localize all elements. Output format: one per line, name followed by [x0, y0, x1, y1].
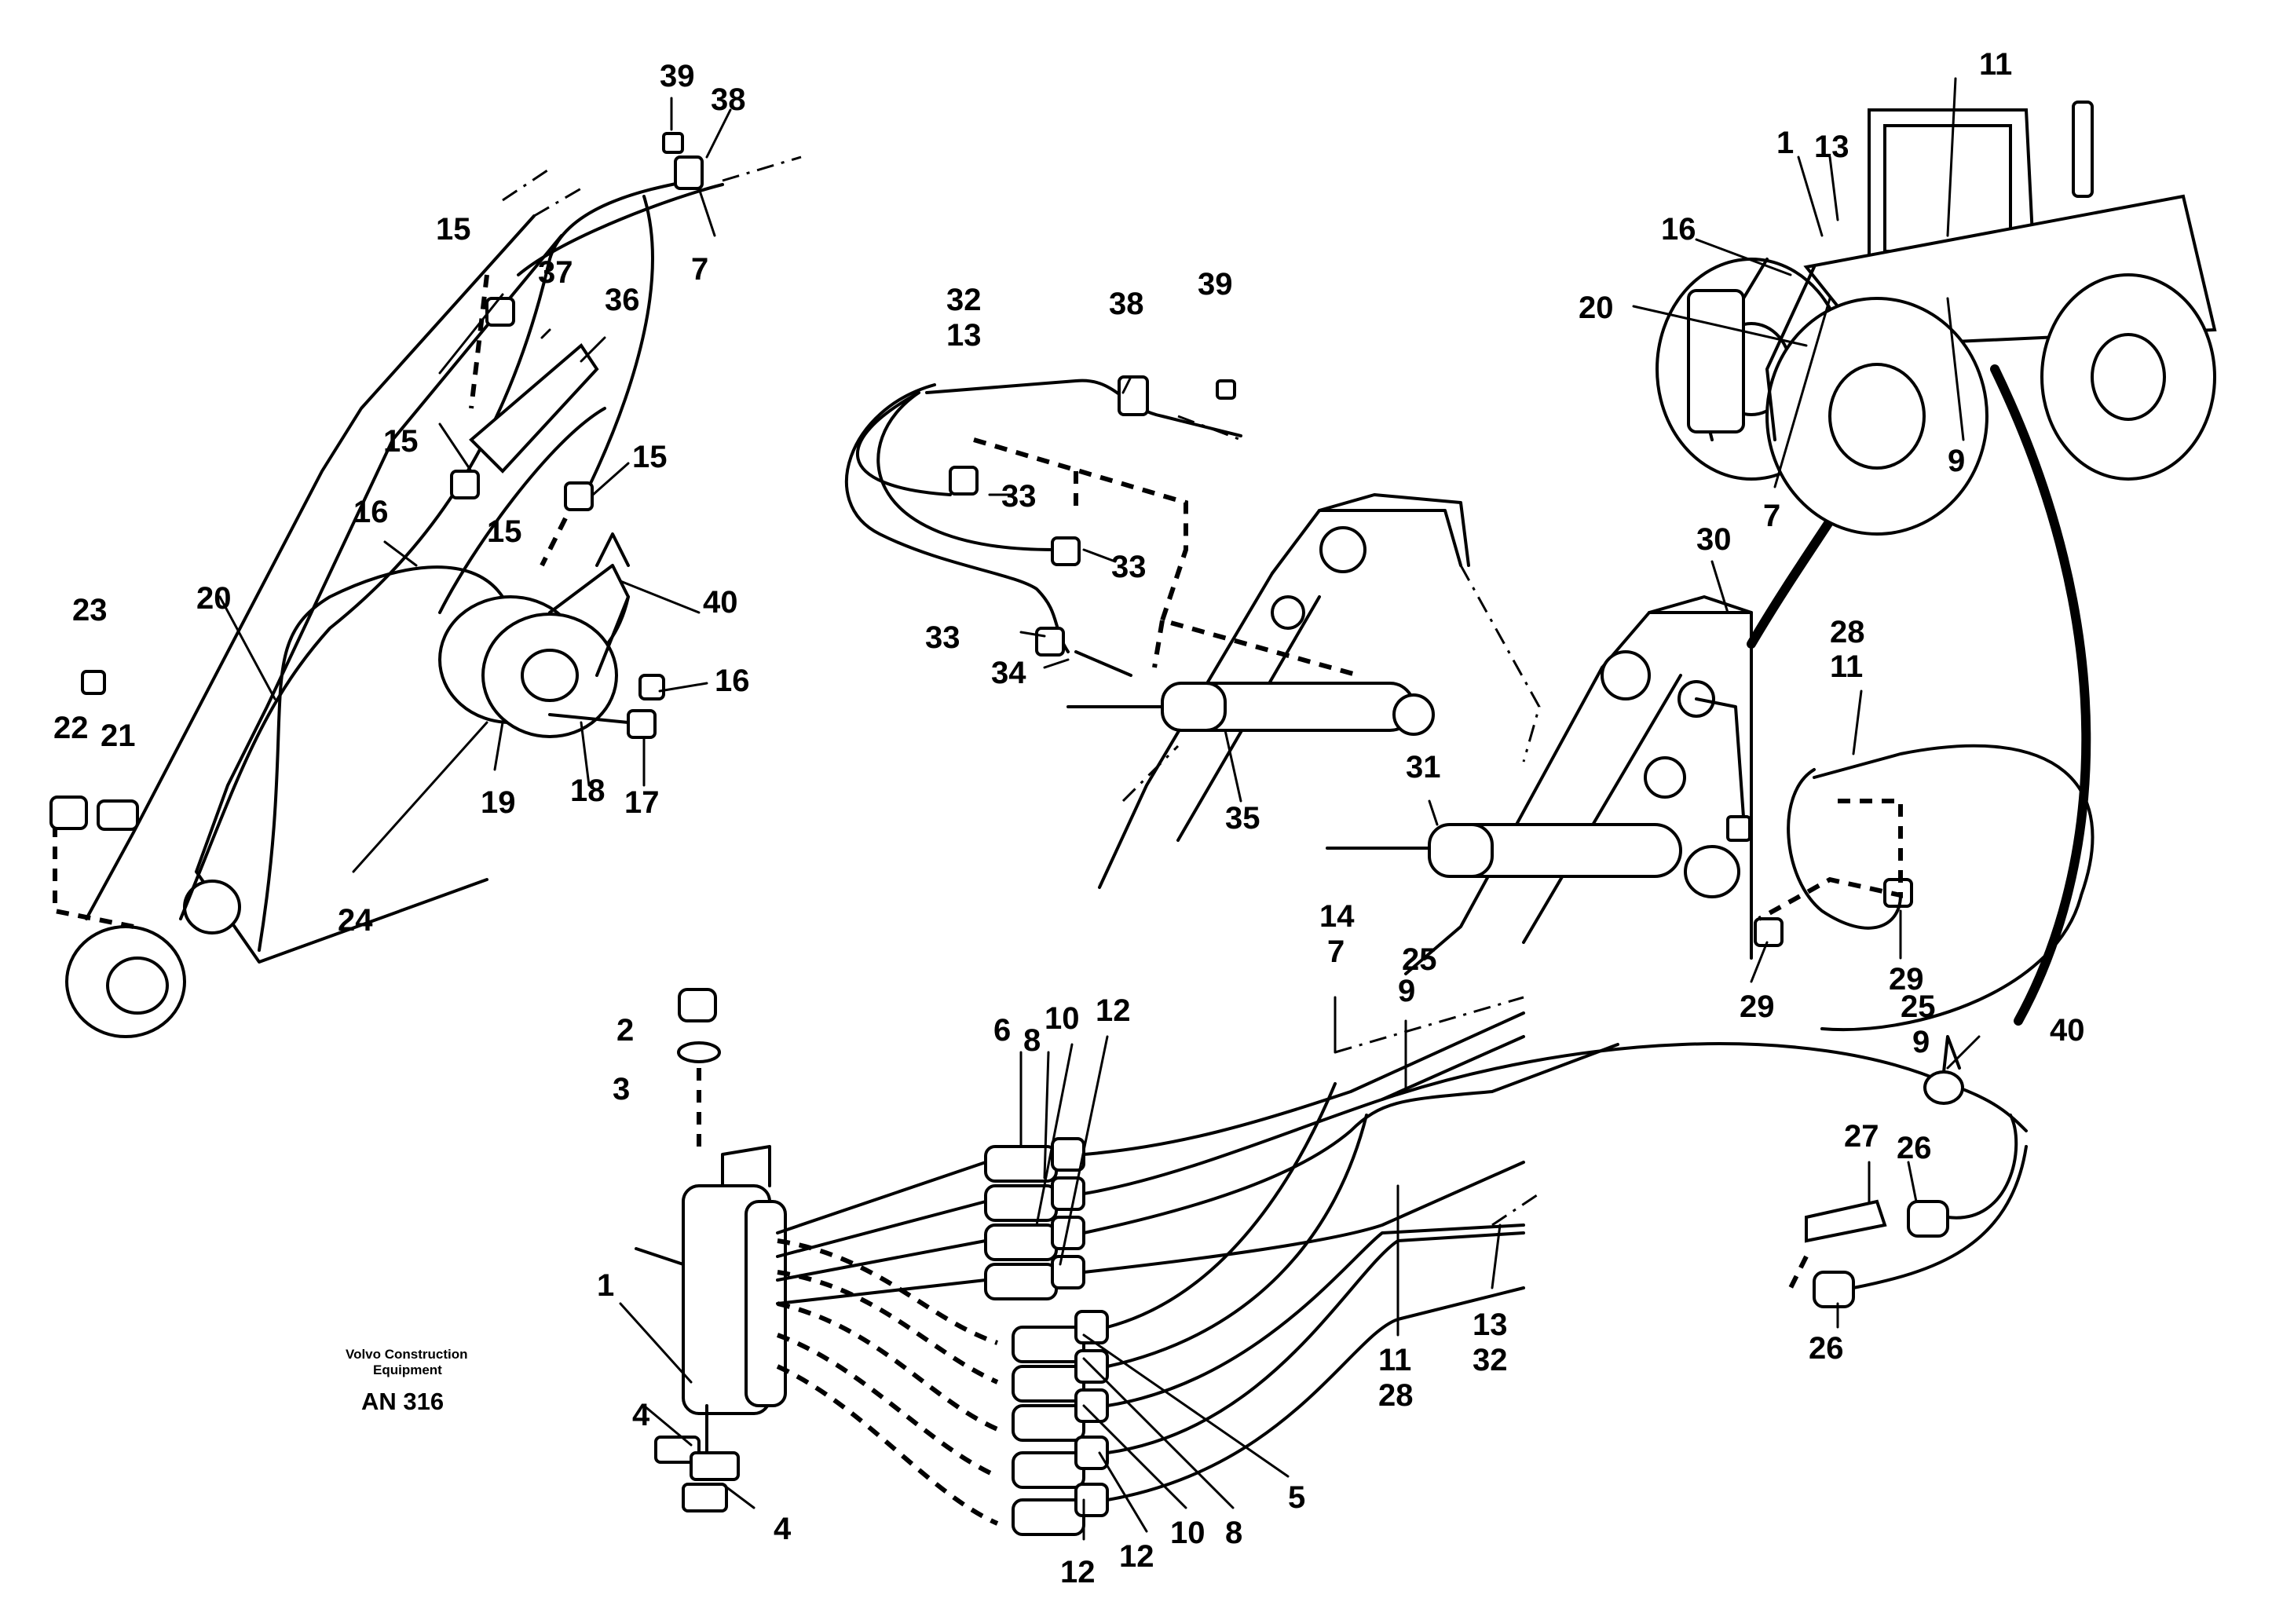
callout-7-left: 7: [691, 252, 708, 287]
callout-5: 5: [1288, 1480, 1305, 1515]
callout-22: 22: [53, 711, 89, 745]
callout-33-a: 33: [1001, 479, 1037, 514]
wheel-loader-illustration: [1632, 77, 2217, 536]
callout-18: 18: [570, 774, 606, 808]
publisher-note: Volvo Construction Equipment AN 316: [346, 1347, 468, 1415]
callout-21: 21: [101, 719, 136, 753]
callout-31: 31: [1406, 750, 1441, 785]
callout-8-top: 8: [1023, 1023, 1041, 1058]
callout-1-block: 1: [597, 1268, 614, 1303]
callout-26-b: 26: [1809, 1331, 1844, 1366]
callout-labels: 39 38 7 15 37 36 15 15 16 15 23 20 40 16…: [53, 47, 2085, 1589]
callout-20-left: 20: [196, 581, 232, 616]
callout-4-b: 4: [774, 1512, 792, 1546]
callout-38-top: 38: [1109, 287, 1144, 321]
callout-29-a: 29: [1740, 989, 1775, 1024]
callout-17: 17: [624, 785, 660, 820]
callout-15-mid: 15: [383, 424, 419, 459]
callout-14: 14: [1319, 899, 1355, 934]
publisher-line-1: Volvo Construction: [346, 1347, 468, 1362]
callout-32-bottom: 32: [1473, 1343, 1508, 1377]
callout-9-bottom: 9: [1398, 974, 1415, 1008]
callout-10-bottom: 10: [1170, 1516, 1206, 1550]
callout-25-mid: 25: [1402, 942, 1437, 977]
callout-3: 3: [613, 1072, 630, 1106]
callout-1-machine: 1: [1776, 126, 1794, 160]
drawing-code: AN 316: [361, 1388, 444, 1415]
callout-33-b: 33: [1111, 550, 1147, 584]
publisher-line-2: Equipment: [373, 1362, 442, 1377]
callout-33-c: 33: [925, 620, 960, 655]
callout-40-left: 40: [703, 585, 738, 620]
callout-16-left: 16: [353, 495, 389, 529]
callout-39-left: 39: [660, 59, 695, 93]
callout-8-bottom: 8: [1225, 1516, 1242, 1550]
callout-36-left: 36: [605, 283, 640, 317]
callout-32-top: 32: [946, 283, 982, 317]
callout-2: 2: [616, 1013, 634, 1048]
callout-11-right: 11: [1830, 649, 1863, 684]
callout-39-top: 39: [1198, 267, 1233, 302]
callout-7-bottom: 7: [1327, 935, 1345, 969]
callout-28-bottom: 28: [1378, 1378, 1414, 1413]
callout-20-machine: 20: [1579, 291, 1614, 325]
upper-hose-assembly: [844, 375, 1541, 889]
callout-13-bottom: 13: [1473, 1308, 1508, 1342]
callout-35: 35: [1225, 801, 1260, 836]
callout-19: 19: [481, 785, 516, 820]
callout-30: 30: [1696, 522, 1732, 557]
callout-28-right: 28: [1830, 615, 1865, 649]
callout-11-machine: 11: [1979, 47, 2012, 82]
callout-23: 23: [72, 593, 108, 627]
callout-12-a: 12: [1060, 1555, 1096, 1589]
callout-12-b: 12: [1119, 1539, 1154, 1574]
callout-11-bottom: 11: [1378, 1343, 1411, 1377]
distributor-assembly: [619, 988, 2028, 1541]
callout-26-a: 26: [1897, 1131, 1932, 1165]
callout-9-right: 9: [1912, 1025, 1930, 1059]
callout-9-machine: 9: [1948, 444, 1965, 478]
callout-15-top: 15: [436, 212, 471, 247]
callout-37-left: 37: [538, 255, 573, 290]
callout-27: 27: [1844, 1119, 1879, 1154]
callout-25-bottom: 25: [1901, 989, 1936, 1024]
callout-10-top: 10: [1045, 1001, 1080, 1036]
callout-4-a: 4: [632, 1398, 650, 1432]
callout-34: 34: [991, 656, 1026, 690]
frame-and-cylinder: [1326, 302, 2095, 1031]
callout-7-machine: 7: [1763, 499, 1780, 533]
callout-15-right: 15: [632, 440, 668, 474]
boom-arm-assembly: [49, 97, 802, 1038]
callout-13-top: 13: [946, 318, 982, 353]
callout-38-left: 38: [711, 82, 746, 117]
callout-16-right: 16: [715, 664, 750, 698]
callout-16-machine: 16: [1661, 212, 1696, 247]
callout-29-b: 29: [1889, 962, 1924, 997]
callout-24: 24: [338, 903, 373, 938]
callout-13-machine: 13: [1814, 130, 1849, 164]
callout-15-low: 15: [487, 514, 522, 549]
callout-40-right: 40: [2050, 1013, 2085, 1048]
callout-12-top: 12: [1096, 993, 1131, 1028]
callout-6: 6: [993, 1013, 1011, 1048]
